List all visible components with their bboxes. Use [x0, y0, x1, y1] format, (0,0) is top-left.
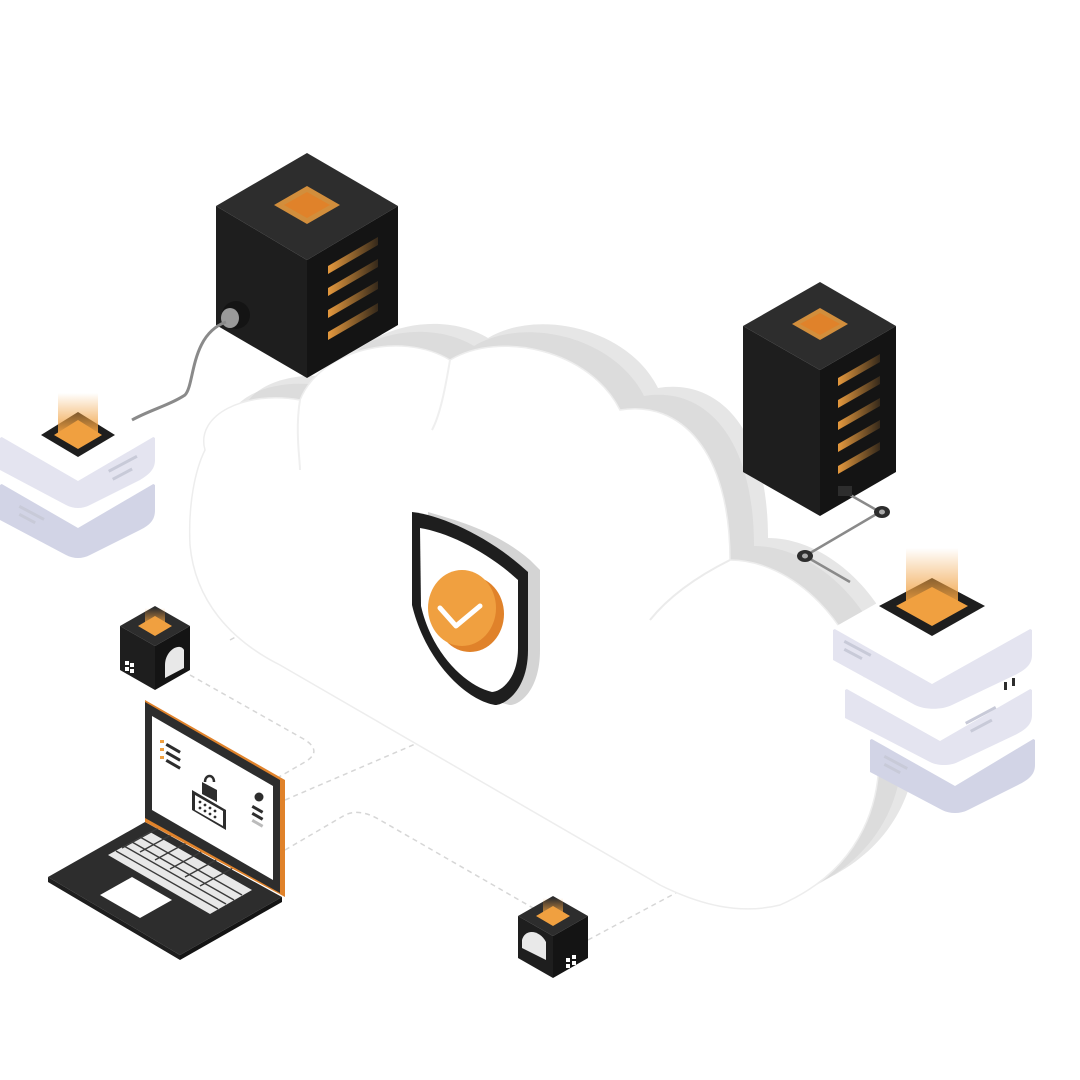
list-icon: [160, 740, 181, 770]
cable-left: [131, 320, 227, 422]
cable-right: [797, 486, 890, 584]
database-stack-icon: [0, 390, 155, 558]
laptop-keyboard: [108, 832, 252, 914]
laptop-touchpad: [100, 877, 172, 918]
server-tower-icon: [216, 153, 398, 378]
network-node-cube-icon: [120, 606, 190, 690]
laptop-icon: [48, 700, 285, 960]
padlock-icon: [202, 774, 217, 802]
shield-check-icon: [412, 512, 540, 705]
network-node-cube-icon: [518, 896, 588, 978]
password-keypad-icon: [192, 790, 226, 830]
user-status-icon: [251, 792, 264, 828]
database-stack-icon: [833, 548, 1035, 813]
server-tower-icon: [743, 282, 896, 516]
